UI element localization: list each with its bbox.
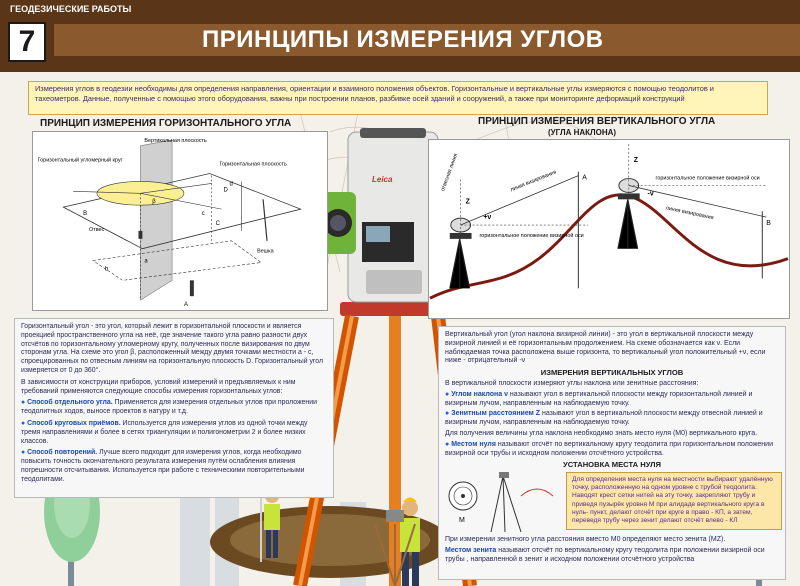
label-minus-v: -ν — [648, 190, 654, 197]
label-horizontal-position: горизонтальное положение визирной оси — [479, 232, 583, 239]
bullet-icon: ● — [21, 399, 28, 407]
horizontal-plane-shape — [62, 173, 302, 250]
lower-plane-shape — [92, 240, 262, 281]
zenith-item: Местом зенита называют отсчёт по вертика… — [445, 546, 765, 563]
bullet-icon: ● — [445, 390, 452, 398]
label-plumb: Отвес — [89, 227, 105, 233]
label-sight-line: линия визирования — [510, 169, 558, 193]
label-point-B: B — [766, 220, 771, 227]
zero-setup-illustration: М — [448, 472, 554, 533]
label-Z-left: Z — [466, 198, 471, 205]
label-point-c: c — [202, 211, 205, 217]
bullet-icon: ● — [21, 449, 28, 457]
measure-item: ● Углом наклона ν называют угол в вертик… — [445, 390, 753, 407]
theodolite-right — [617, 143, 767, 249]
instrument-brand: Leica — [372, 175, 393, 184]
label-point-d: d — [229, 181, 232, 187]
label-stake: Вешка — [257, 249, 274, 255]
bullet-icon: ● — [21, 419, 28, 427]
surveyor-at-instrument — [374, 497, 420, 586]
horizontal-description: Горизонтальный угол - это угол, который … — [14, 318, 334, 498]
bullet-icon: ● — [445, 410, 452, 418]
label-point-D: D — [224, 187, 228, 193]
poster-number: 7 — [8, 22, 46, 62]
label-point-B: B — [83, 211, 87, 217]
tripod-icon — [490, 476, 522, 533]
bullet-icon: ● — [445, 440, 452, 448]
label-point-A: A — [582, 175, 587, 182]
theodolite-left — [449, 175, 589, 289]
method-item: ● Способ отдельного угла. Применяется дл… — [21, 399, 317, 416]
vertical-paragraph-1: Вертикальный угол (угол наклона визирной… — [445, 331, 766, 365]
method-item: ● Способ повторений. Лучше всего подходи… — [21, 449, 305, 483]
zero-note: Для получения величины угла наклона необ… — [445, 429, 758, 437]
zero-setup-area: М — [445, 472, 779, 536]
series-label: ГЕОДЕЗИЧЕСКИЕ РАБОТЫ — [10, 4, 132, 14]
label-Z-right: Z — [634, 157, 639, 164]
measure-heading: ИЗМЕРЕНИЯ ВЕРТИКАЛЬНЫХ УГЛОВ — [540, 368, 684, 378]
vertical-section-title: ПРИНЦИП ИЗМЕРЕНИЯ ВЕРТИКАЛЬНОГО УГЛА — [478, 116, 716, 127]
title-band — [54, 24, 800, 56]
zero-setup-box: Для определения места нуля на местности … — [566, 472, 782, 530]
horizontal-angle-diagram: Вертикальная плоскость Горизонтальный уг… — [32, 131, 328, 311]
terrain-profile — [429, 193, 789, 300]
label-horizontal-position-2: горизонтальное положение визирной оси — [655, 175, 759, 182]
label-point-a: a — [144, 259, 148, 265]
label-horizontal-plane: Горизонтальная плоскость — [220, 162, 287, 168]
vertical-section-subtitle: (УГЛА НАКЛОНА) — [548, 128, 617, 137]
zenith-note: При измерении зенитного угла расстояния … — [445, 536, 726, 544]
label-horizontal-circle: Горизонтальный угломерный круг — [38, 157, 123, 164]
label-sight-line-2: линия визирования — [665, 205, 714, 221]
label-point-b: b — [105, 266, 109, 272]
label-plus-v: +ν — [483, 214, 491, 221]
zero-item: ● Местом нуля называют отсчёт по вертика… — [445, 440, 773, 457]
measure-item: ● Зенитным расстоянием Z называют угол в… — [445, 410, 763, 427]
label-M: М — [459, 517, 465, 524]
label-plumb-line: отвесная линия — [440, 153, 459, 192]
zero-heading: УСТАНОВКА МЕСТА НУЛЯ — [563, 460, 661, 470]
vertical-angle-diagram: отвесная линия линия визирования горизон… — [428, 139, 790, 319]
method-item: ● Способ круговых приёмов. Используется … — [21, 419, 308, 445]
label-vertical-plane: Вертикальная плоскость — [144, 138, 207, 144]
label-point-C: C — [216, 221, 221, 227]
intro-text: Измерения углов в геодезии необходимы дл… — [28, 81, 768, 115]
measure-intro: В вертикальной плоскости измеряют углы н… — [445, 379, 699, 387]
label-beta: β — [152, 199, 156, 205]
page-title: ПРИНЦИПЫ ИЗМЕРЕНИЯ УГЛОВ — [202, 26, 604, 53]
vertical-description: Вертикальный угол (угол наклона визирной… — [438, 326, 786, 580]
horizontal-section-title: ПРИНЦИП ИЗМЕРЕНИЯ ГОРИЗОНТАЛЬНОГО УГЛА — [40, 118, 292, 129]
horizontal-paragraph-2: В зависимости от конструкции приборов, у… — [21, 378, 296, 395]
horizontal-paragraph-1: Горизонтальный угол - это угол, который … — [21, 323, 323, 374]
label-point-A: A — [184, 302, 188, 308]
